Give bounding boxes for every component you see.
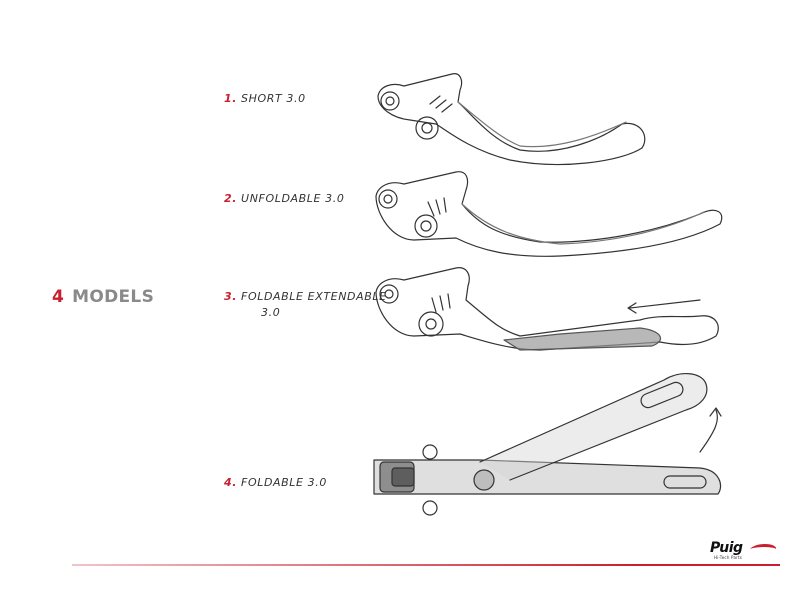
- lever-foldable-extendable-sketch: [375, 267, 719, 351]
- lever-unfoldable-sketch: [375, 171, 723, 257]
- models-heading: 4 MODELS: [52, 287, 154, 307]
- model-1-number: 1.: [224, 92, 238, 105]
- model-2-name: UNFOLDABLE 3.0: [241, 192, 345, 205]
- swoosh-icon: [747, 544, 779, 555]
- models-count: 4: [52, 287, 65, 307]
- model-4-name: FOLDABLE 3.0: [241, 476, 327, 489]
- model-3-number: 3.: [224, 290, 238, 303]
- model-3-label: 3.FOLDABLE EXTENDABLE 3.0: [224, 290, 387, 319]
- model-1-name: SHORT 3.0: [241, 92, 306, 105]
- brand-tagline: Hi-Tech Parts: [714, 555, 743, 560]
- model-1-label: 1.SHORT 3.0: [224, 92, 306, 105]
- model-3-name-line2: 3.0: [261, 306, 281, 319]
- model-4-label: 4.FOLDABLE 3.0: [224, 476, 327, 489]
- puig-logo: Puig Hi-Tech Parts: [708, 540, 779, 560]
- model-2-number: 2.: [224, 192, 238, 205]
- model-3-name: FOLDABLE EXTENDABLE: [241, 290, 387, 303]
- lever-short-sketch: [377, 73, 646, 166]
- model-4-number: 4.: [224, 476, 238, 489]
- model-2-label: 2.UNFOLDABLE 3.0: [224, 192, 344, 205]
- brand-name: Puig: [710, 540, 743, 556]
- footer-divider: [72, 564, 780, 566]
- models-heading-text: MODELS: [72, 287, 155, 307]
- lever-foldable-sketch: [373, 373, 722, 516]
